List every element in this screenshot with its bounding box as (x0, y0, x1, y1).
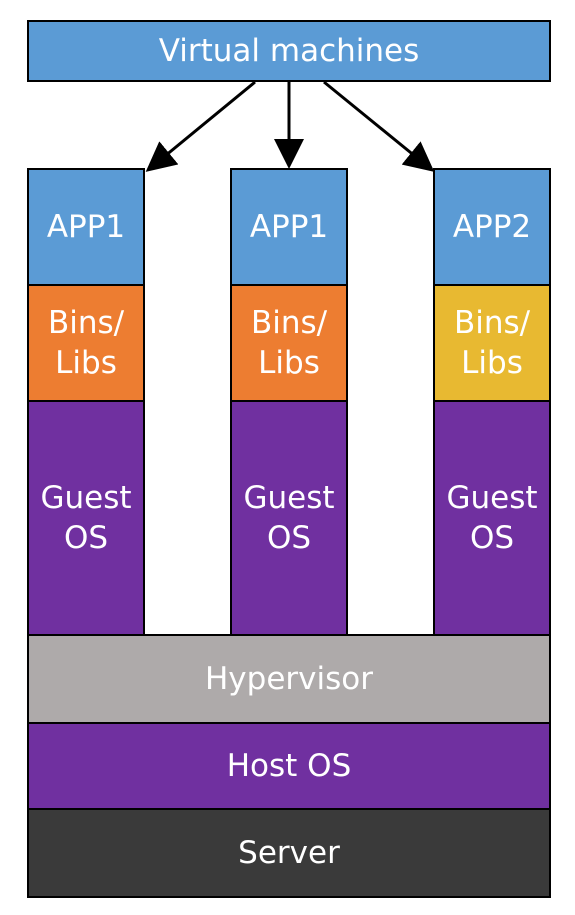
server-layer: Server (27, 808, 551, 898)
vm-2-libs-label: Bins/ Libs (250, 305, 328, 381)
vm-3-libs: Bins/ Libs (433, 284, 551, 402)
server-label: Server (238, 835, 340, 871)
vm-3-guest-os-label: Guest OS (446, 480, 538, 556)
vm-2-guest-os: Guest OS (230, 400, 348, 636)
vm-3-app-label: APP2 (452, 209, 532, 245)
vm-3-app: APP2 (433, 168, 551, 286)
virtual-machines-header: Virtual machines (27, 20, 551, 82)
virtual-machines-label: Virtual machines (158, 33, 420, 69)
vm-3-guest-os: Guest OS (433, 400, 551, 636)
vm-2-guest-os-label: Guest OS (243, 480, 335, 556)
vm-1-guest-os-label: Guest OS (40, 480, 132, 556)
arrow-to-vm-1 (145, 80, 256, 172)
host-os-layer: Host OS (27, 722, 551, 810)
hypervisor-layer: Hypervisor (27, 634, 551, 724)
vm-1-guest-os: Guest OS (27, 400, 145, 636)
arrow-to-vm-3 (323, 80, 435, 172)
vm-1-libs: Bins/ Libs (27, 284, 145, 402)
hypervisor-label: Hypervisor (205, 661, 373, 697)
vm-2-libs: Bins/ Libs (230, 284, 348, 402)
vm-2-app: APP1 (230, 168, 348, 286)
vm-2-app-label: APP1 (249, 209, 329, 245)
host-os-label: Host OS (226, 748, 352, 784)
vm-1-libs-label: Bins/ Libs (47, 305, 125, 381)
vm-3-libs-label: Bins/ Libs (453, 305, 531, 381)
vm-1-app-label: APP1 (46, 209, 126, 245)
vm-1-app: APP1 (27, 168, 145, 286)
